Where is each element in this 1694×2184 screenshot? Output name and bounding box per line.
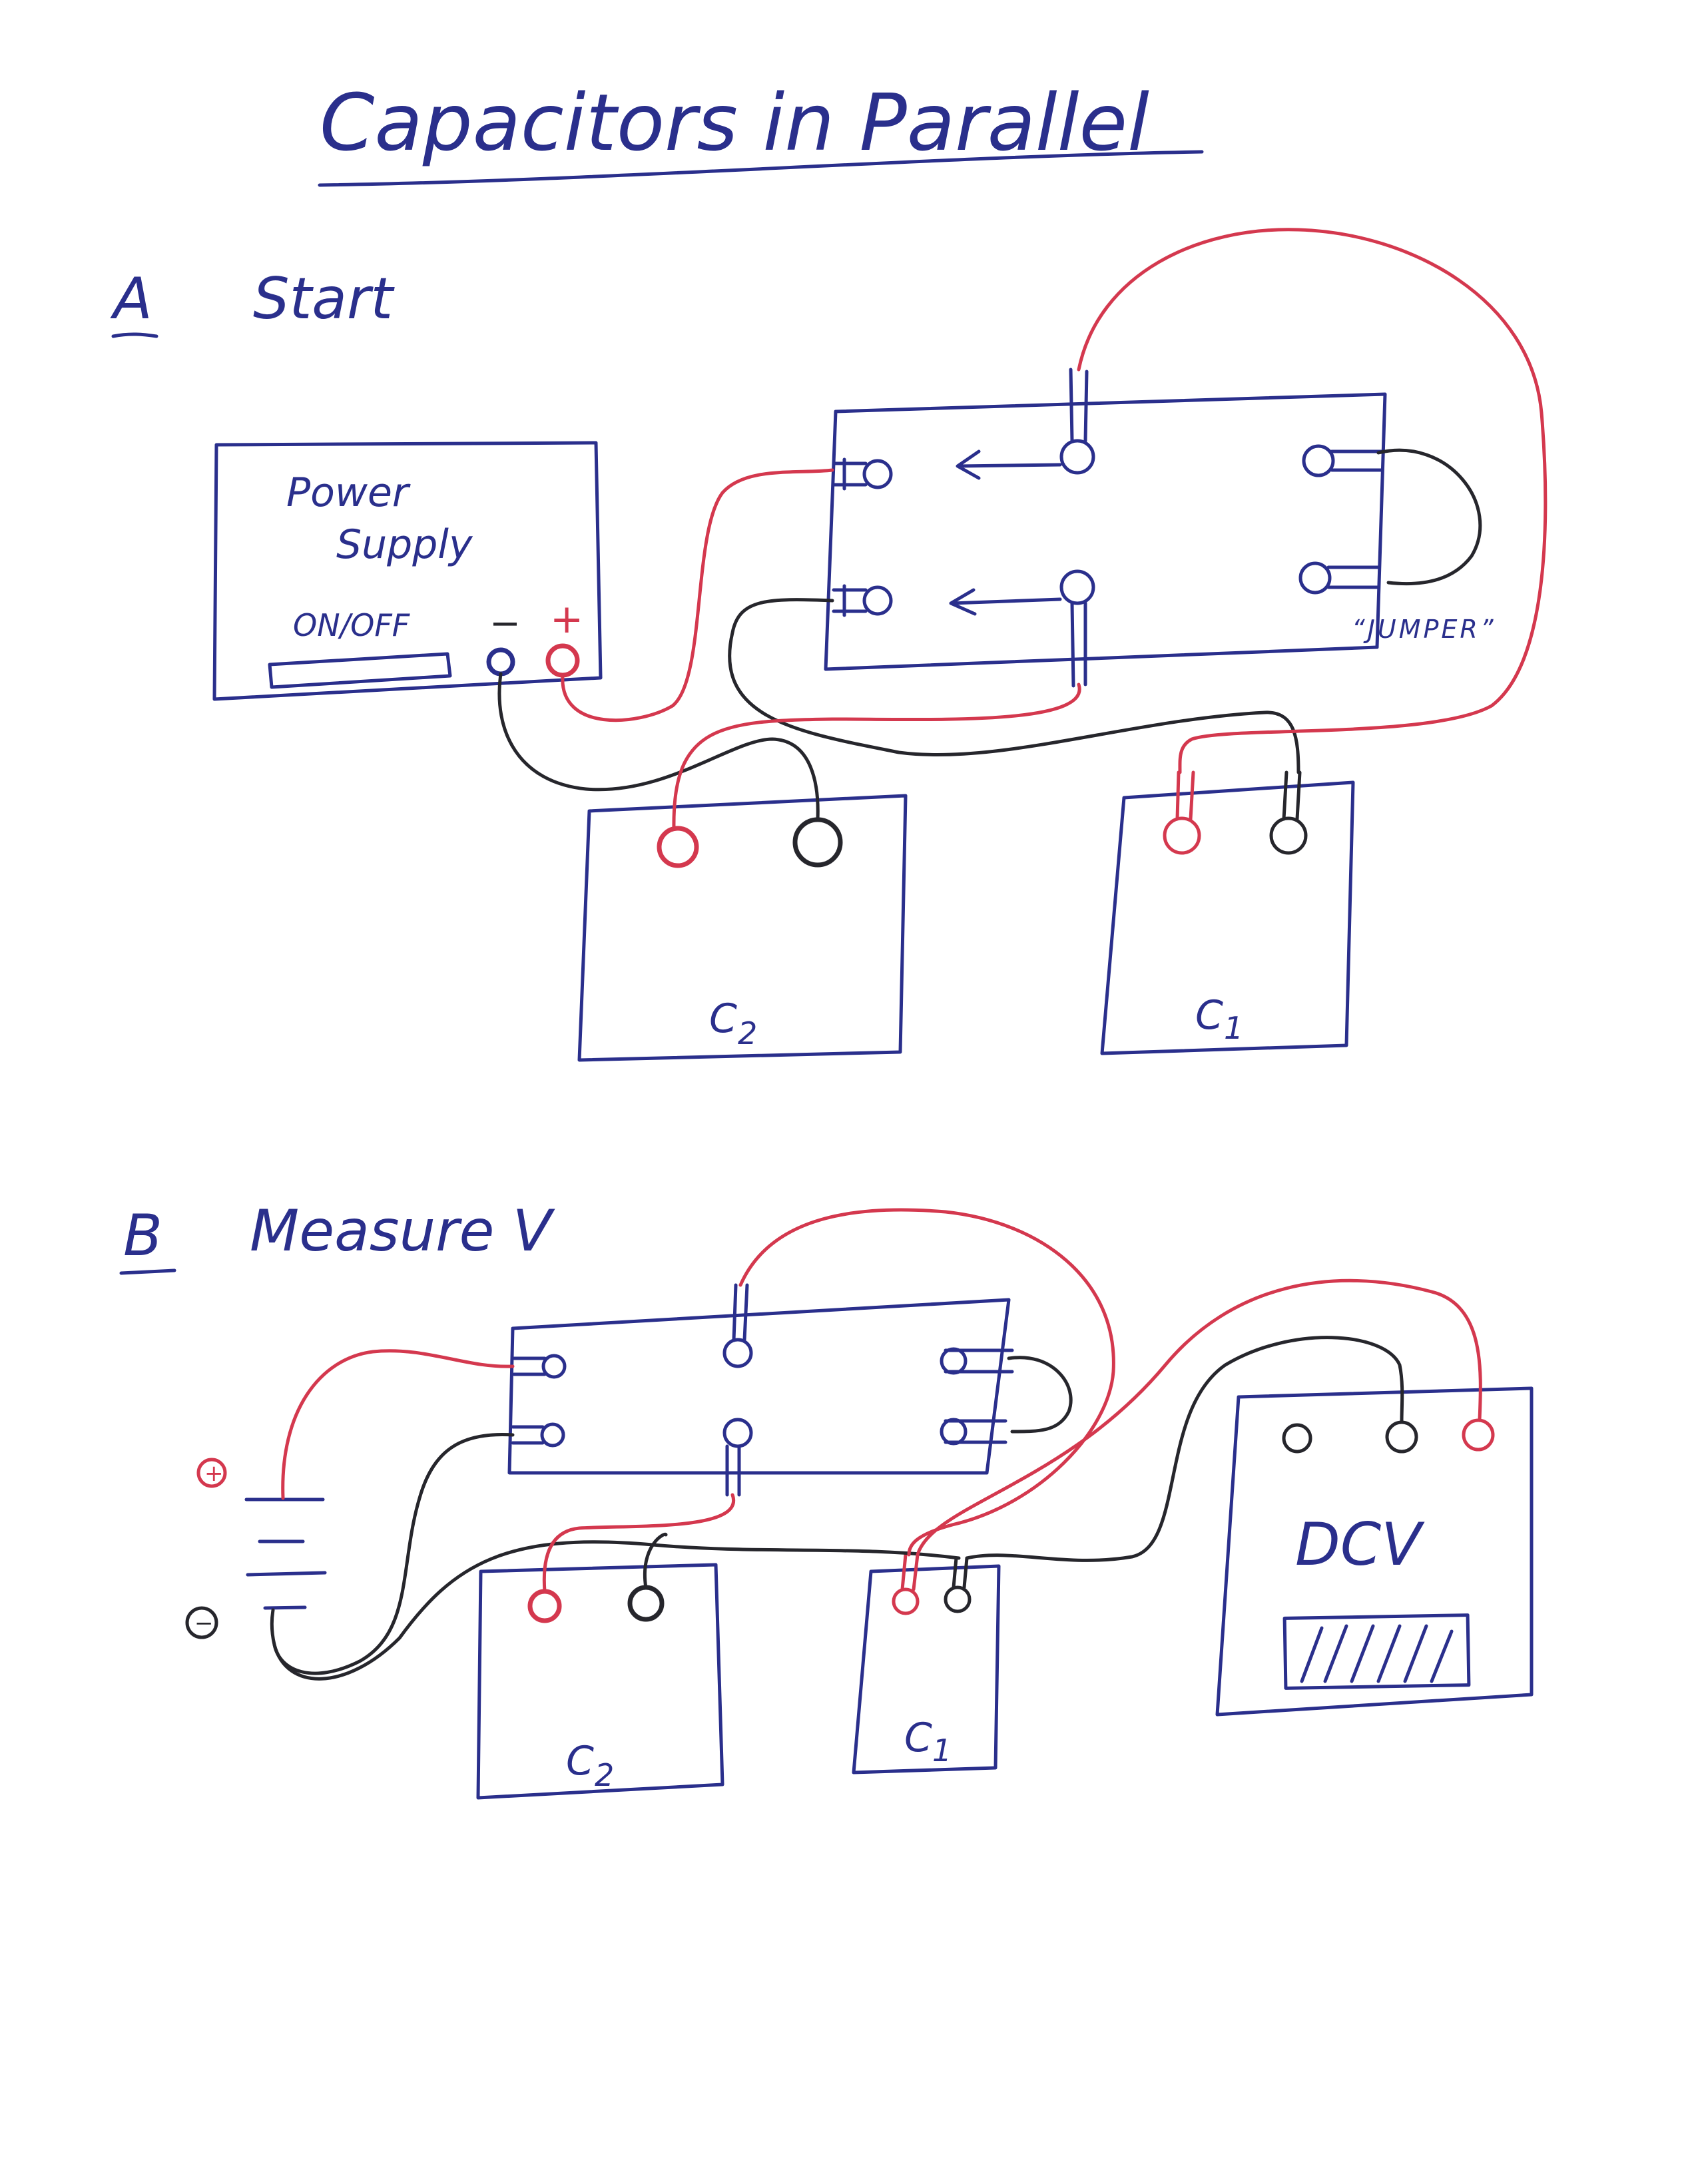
on-off-switch (268, 652, 452, 689)
switch-box-a (824, 368, 1387, 688)
c1-b-label-sub: 1 (932, 1733, 952, 1769)
switch-a-terminal-bottom-left (862, 585, 893, 616)
wire-b-black-battery-to-c1 (272, 1540, 961, 1681)
minus-terminal-label: − (489, 602, 521, 645)
c1-a-label-sub: 1 (1224, 1010, 1243, 1046)
switch-a-terminal-top-left (862, 459, 893, 489)
c1-a-black-terminal (1269, 816, 1308, 855)
section-a-letter-underline (111, 332, 158, 338)
battery-minus-label: − (194, 1610, 214, 1637)
capacitor-c2-b: C 2 (476, 1563, 724, 1800)
jumper-wire-a (1376, 448, 1482, 586)
c2-a-label-sub: 2 (738, 1015, 757, 1051)
jumper-label: “JUMPER” (1352, 615, 1496, 644)
c2-a-red-terminal (657, 826, 699, 868)
switch-a-terminal-top-center (1059, 439, 1095, 475)
switch-b-terminal-top-left (541, 1354, 567, 1379)
battery: + − (185, 1458, 327, 1639)
wire-a-red-switch-to-c2 (672, 682, 1081, 830)
section-b-heading: Measure V (250, 1198, 555, 1264)
switch-box-b (507, 1283, 1014, 1497)
section-b-letter: B (123, 1203, 162, 1269)
wire-b-red-switch-to-c2 (542, 1493, 736, 1593)
switch-a-terminal-top-right (1302, 444, 1335, 477)
switch-a-terminal-bottom-center (1059, 569, 1095, 605)
c1-a-label: C (1195, 992, 1223, 1039)
battery-minus-symbol (185, 1606, 218, 1639)
c1-b-black-terminal (944, 1585, 972, 1613)
page-title: Capacitors in Parallel (320, 77, 1149, 168)
wire-a-black-ps-to-c2 (497, 672, 820, 821)
plus-terminal (545, 643, 580, 678)
switch-b-terminal-bottom-right (940, 1418, 968, 1446)
c2-b-label: C (566, 1738, 594, 1784)
power-supply-label-line1: Power (286, 469, 411, 516)
switch-a-arrow-top (956, 449, 1062, 480)
section-a-heading: Start (253, 266, 395, 332)
wire-b-red-c1-to-meter (916, 1278, 1482, 1557)
wire-b-black-switch-to-battery (270, 1432, 515, 1675)
switch-a-arrow-bottom (949, 588, 1062, 616)
c2-a-label: C (709, 995, 737, 1042)
on-off-label: ON/OFF (293, 607, 410, 643)
c2-b-label-sub: 2 (595, 1757, 614, 1793)
battery-plus-label: + (204, 1460, 224, 1487)
switch-b-terminal-bottom-left (540, 1422, 565, 1448)
dc-voltmeter: DCV (1215, 1386, 1534, 1717)
title-underline (318, 150, 1204, 187)
power-supply: Power Supply ON/OFF − + (212, 441, 603, 701)
switch-a-terminal-bottom-right (1298, 561, 1332, 595)
wire-a-red-ps-to-switch (561, 468, 834, 722)
c2-b-black-terminal (627, 1585, 665, 1622)
section-b-letter-underline (119, 1268, 176, 1275)
wire-a-red-switch-loop-to-c1 (1077, 228, 1548, 774)
wire-b-red-battery-to-switch (281, 1349, 515, 1500)
meter-terminal-right (1462, 1418, 1495, 1452)
c2-b-red-terminal (527, 1589, 562, 1623)
c2-a-black-terminal (792, 817, 843, 868)
c1-b-label: C (904, 1715, 932, 1761)
c1-a-red-terminal (1163, 816, 1201, 855)
meter-display-hatching (1300, 1624, 1454, 1683)
capacitor-c2-a: C 2 (577, 794, 908, 1062)
section-a-letter: A (110, 266, 152, 332)
c1-b-red-terminal (892, 1587, 920, 1615)
plus-terminal-label: + (550, 596, 583, 643)
wire-b-black-c2-loop (643, 1532, 668, 1590)
battery-plus-symbol (196, 1458, 227, 1488)
wire-b-black-c1-to-meter (965, 1336, 1404, 1562)
meter-label: DCV (1295, 1510, 1425, 1579)
jumper-wire-b (1007, 1356, 1073, 1434)
meter-terminal-middle (1385, 1420, 1418, 1454)
minus-terminal (486, 647, 515, 677)
meter-terminal-left (1282, 1423, 1312, 1454)
switch-b-terminal-top-center (722, 1338, 753, 1368)
switch-b-terminal-bottom-center (722, 1418, 753, 1448)
switch-b-terminal-top-right (940, 1347, 968, 1375)
meter-display (1282, 1613, 1471, 1690)
capacitor-c1-b: C 1 (852, 1553, 1001, 1774)
wire-b-red-switch-to-c1 (738, 1208, 1115, 1557)
power-supply-label-line2: Supply (336, 521, 473, 568)
wire-a-black-switch-to-c1 (728, 598, 1300, 774)
capacitor-c1-a: C 1 (1100, 770, 1355, 1055)
